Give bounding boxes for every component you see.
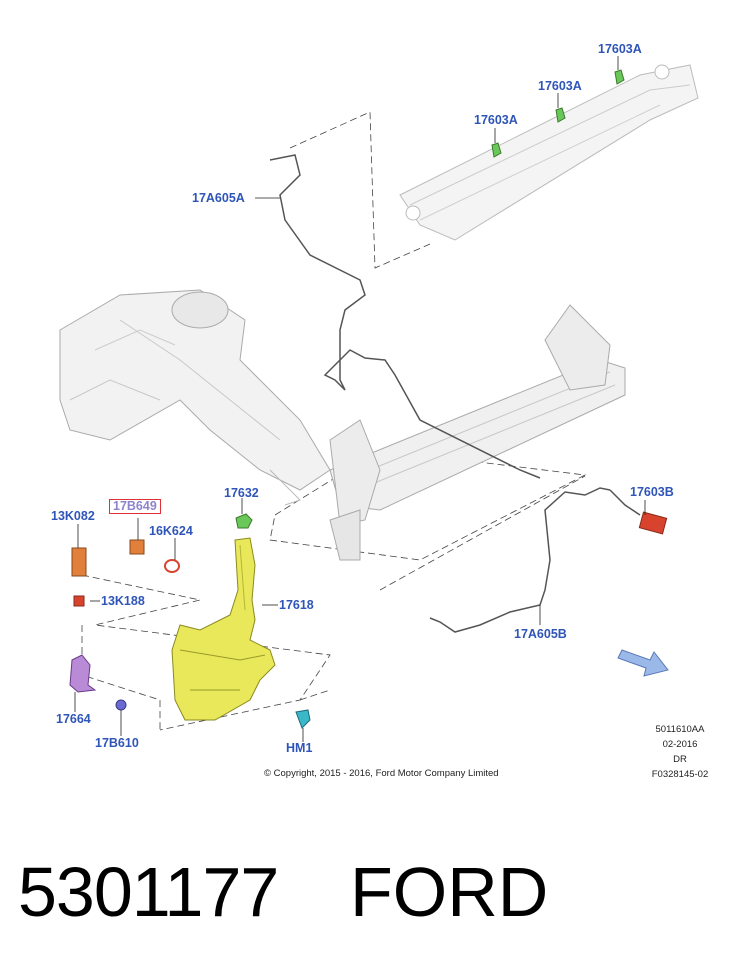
brand-name: FORD — [350, 853, 549, 931]
callout-17B610: 17B610 — [95, 736, 139, 750]
callout-17B649-highlighted: 17B649 — [109, 499, 161, 514]
washer-hose-lower — [429, 487, 611, 633]
bumper-beam — [329, 304, 626, 561]
callout-13K082: 13K082 — [51, 509, 95, 523]
callout-16K624: 16K624 — [149, 524, 193, 538]
callout-17603A-3: 17603A — [474, 113, 518, 127]
cowl-panel — [399, 64, 699, 241]
callout-17A605A: 17A605A — [192, 191, 245, 205]
clip-17603A-2 — [555, 107, 566, 123]
copyright-notice: © Copyright, 2015 - 2016, Ford Motor Com… — [264, 768, 499, 779]
grommet-17B610 — [115, 699, 127, 711]
callout-17603A-2: 17603A — [538, 79, 582, 93]
washer-reservoir — [171, 537, 276, 721]
callout-13K188: 13K188 — [101, 594, 145, 608]
washer-hose-upper — [269, 154, 541, 479]
sensor-17B649 — [129, 539, 145, 555]
small-parts — [69, 69, 668, 729]
callout-17603B: 17603B — [630, 485, 674, 499]
reservoir-cap — [235, 513, 253, 529]
callout-17A605B: 17A605B — [514, 627, 567, 641]
ref-code: 5011610AA — [655, 724, 705, 735]
front-apron — [59, 289, 331, 506]
callout-17632: 17632 — [224, 486, 259, 500]
ref-date: 02-2016 — [662, 739, 698, 750]
ref-region: DR — [673, 754, 687, 765]
seal-16K624 — [164, 559, 180, 573]
clip-17603A-3 — [491, 142, 502, 158]
callout-17664: 17664 — [56, 712, 91, 726]
nozzle-HM1 — [295, 709, 311, 729]
callout-HM1: HM1 — [286, 741, 313, 755]
pump-17664 — [69, 654, 97, 693]
clip-17603A-1 — [614, 69, 625, 85]
level-sensor-13K082 — [71, 547, 87, 577]
connector-17603B — [638, 511, 668, 535]
leader-lines — [74, 56, 646, 742]
callout-17618: 17618 — [279, 598, 314, 612]
connector-13K188 — [73, 595, 85, 607]
ref-figure: F0328145-02 — [651, 769, 709, 780]
part-number: 5301177 — [18, 853, 279, 931]
callout-17603A-1: 17603A — [598, 42, 642, 56]
front-direction-arrow-icon — [617, 649, 669, 677]
